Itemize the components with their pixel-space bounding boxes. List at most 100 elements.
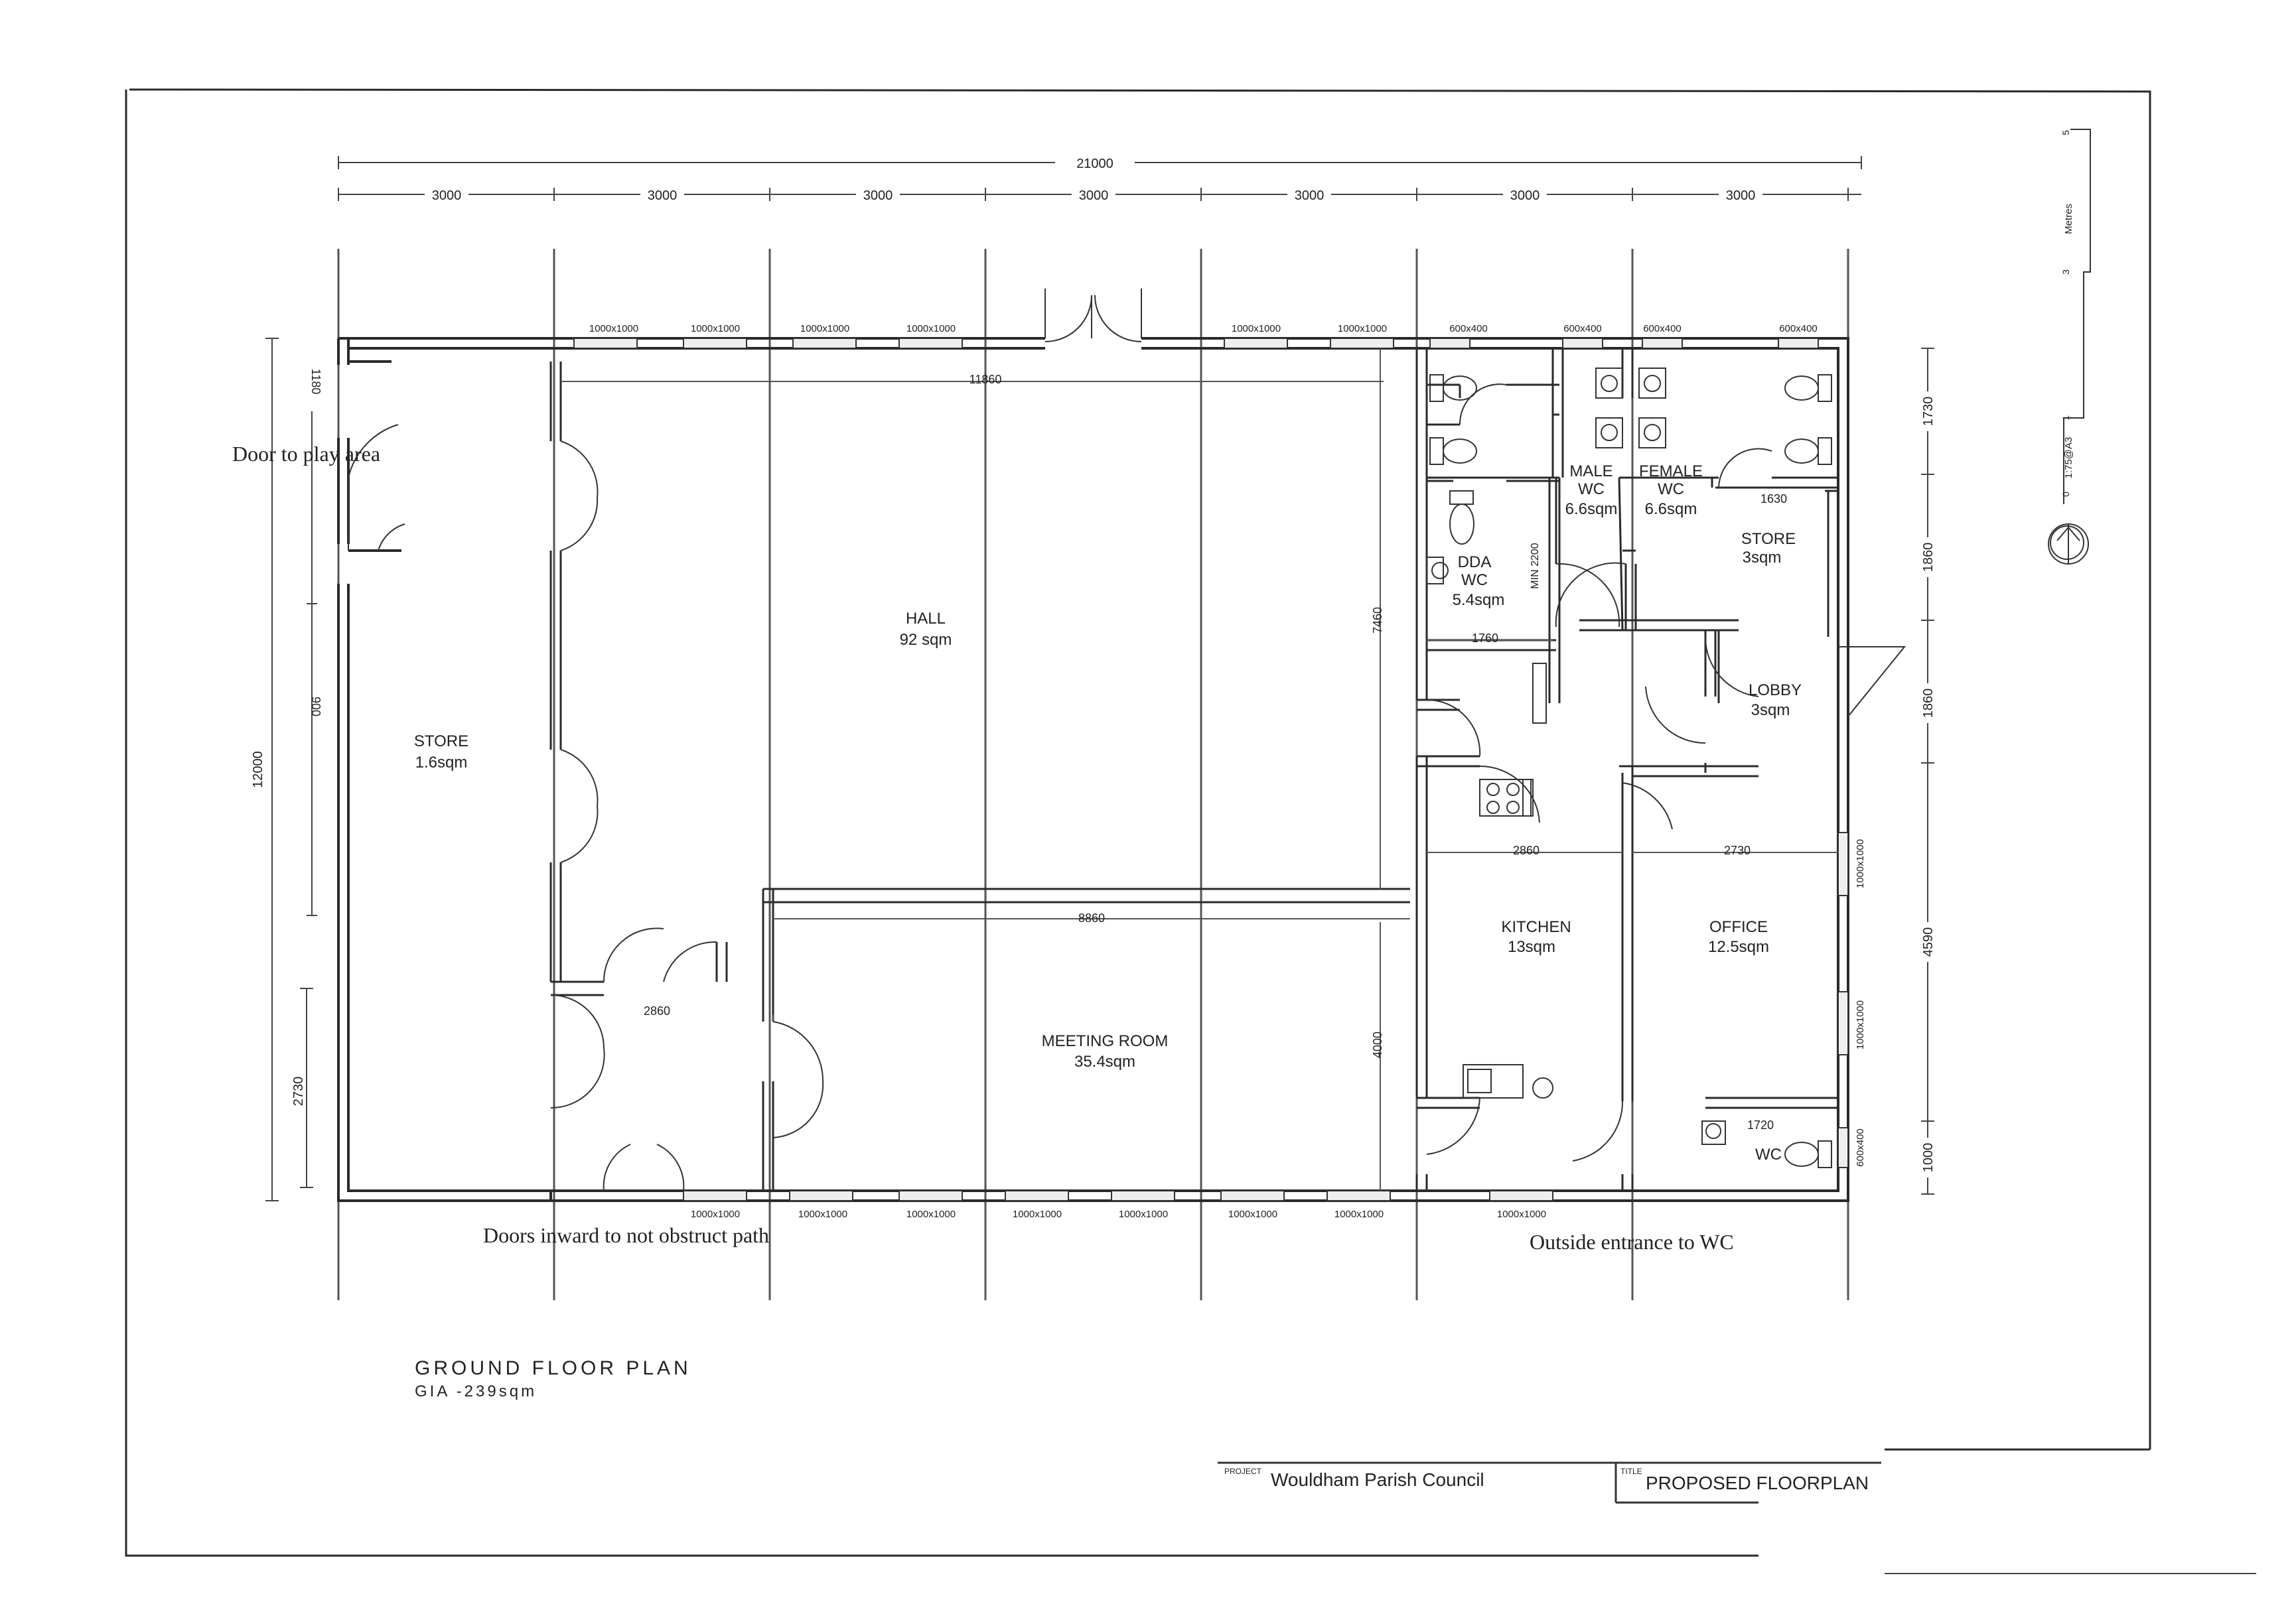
annotations: Door to play area Doors inward to not ob… (232, 442, 1734, 1254)
room-name-wc: WC (1755, 1146, 1782, 1164)
dimension-meeting-depth: 4000 (1371, 1032, 1384, 1058)
basin-icon (1426, 557, 1444, 584)
room-name-male-wc: WC (1578, 480, 1605, 498)
top-windows (573, 338, 1819, 349)
title-block-title-label: TITLE (1620, 1467, 1642, 1476)
room-area-meeting: 35.4sqm (1074, 1053, 1135, 1071)
right-dimension: 1860 (1921, 689, 1936, 718)
toilet-icon (1449, 504, 1474, 545)
room-area-office: 12.5sqm (1708, 938, 1769, 956)
bay-dimension-labels: 3000 3000 3000 3000 3000 3000 3000 (425, 186, 1762, 203)
right-dimension: 1730 (1921, 397, 1936, 427)
toilet-icon (1429, 437, 1444, 465)
top-window-labels: 1000x1000 1000x1000 1000x1000 1000x1000 … (589, 323, 1818, 334)
right-dimension: 4590 (1921, 927, 1936, 957)
partition-lines (561, 348, 1838, 1191)
scale-tick: 3 (2060, 269, 2071, 275)
title-block-project: Wouldham Parish Council (1271, 1469, 1484, 1490)
room-labels: HALL 92 sqm STORE 1.6sqm MEETING ROOM 35… (414, 462, 1802, 1164)
room-area-store-left: 1.6sqm (415, 754, 468, 772)
room-name-hall: HALL (906, 610, 946, 628)
bay-dimension: 3000 (1079, 188, 1109, 203)
bottom-window-labels: 1000x1000 1000x1000 1000x1000 1000x1000 … (691, 1209, 1546, 1220)
scale-tick: 0 (2060, 492, 2071, 497)
room-name-male-wc: MALE (1569, 462, 1613, 480)
dimension-lobby-width: 2860 (644, 1004, 670, 1018)
north-arrow (2048, 523, 2089, 565)
bay-dimension: 3000 (1510, 188, 1540, 203)
basin-icon (1638, 417, 1666, 448)
grab-rail-icon (1532, 663, 1547, 724)
scale-bar-scale: 1:75@A3 (2063, 437, 2074, 479)
window-label: 600x400 (1779, 323, 1818, 334)
room-name-dda-wc: DDA (1458, 553, 1492, 571)
right-dimension: 1000 (1921, 1143, 1936, 1173)
window-label: 1000x1000 (1855, 839, 1866, 888)
room-name-lobby: LOBBY (1749, 681, 1802, 699)
door-play-area (348, 424, 399, 478)
left-dimension-lower: 2730 (291, 1077, 306, 1107)
sheet-border (125, 88, 2151, 1557)
room-name-store-left: STORE (414, 732, 468, 750)
bay-dimension: 3000 (863, 188, 893, 203)
window-label: 600x400 (1563, 323, 1602, 334)
room-name-female-wc: WC (1658, 480, 1684, 498)
toilet-icon (1443, 375, 1477, 401)
sanitary-fixtures (1426, 368, 2084, 1168)
window-label: 1000x1000 (1338, 323, 1387, 334)
toilet-icon (1784, 1142, 1819, 1167)
window-label: 1000x1000 (691, 323, 740, 334)
title-block-title: PROPOSED FLOORPLAN (1646, 1473, 1869, 1493)
room-name-meeting: MEETING ROOM (1042, 1032, 1169, 1050)
window-label: 1000x1000 (589, 323, 638, 334)
right-dimension-labels: 1730 1860 1860 4590 1000 (1920, 391, 1936, 1177)
overall-dimension: 21000 (1076, 157, 1113, 171)
dimension-wc-width: 1720 (1747, 1118, 1774, 1132)
window-label: 1000x1000 (1228, 1209, 1277, 1220)
left-dimensions (265, 338, 317, 1201)
bottom-windows (683, 1190, 1553, 1201)
toilet-icon (1818, 1140, 1832, 1168)
right-dimensions (1921, 348, 1934, 1195)
window-label: 1000x1000 (1119, 1209, 1168, 1220)
room-area-lobby: 3sqm (1751, 701, 1790, 719)
room-area-male-wc: 6.6sqm (1565, 500, 1618, 518)
toilet-icon (1449, 490, 1474, 505)
room-area-hall: 92 sqm (900, 631, 952, 649)
toilet-icon (1443, 438, 1477, 464)
scale-bar-unit: Metres (2063, 204, 2074, 234)
room-name-office: OFFICE (1709, 918, 1768, 936)
window-label: 1000x1000 (1497, 1209, 1546, 1220)
left-dimension-small: 1180 (309, 369, 323, 395)
dimension-meeting-width: 8860 (1078, 911, 1105, 925)
door-swings (348, 289, 1906, 1191)
toilet-icon (1784, 438, 1819, 464)
title-block-project-label: PROJECT (1224, 1467, 1262, 1476)
room-area-store-right: 3sqm (1743, 549, 1782, 567)
annotation-outside-wc: Outside entrance to WC (1530, 1230, 1734, 1254)
window-label: 1000x1000 (906, 323, 956, 334)
dimension-dda-width: 1760 (1472, 632, 1498, 645)
title-block (1218, 1461, 1881, 1504)
window-label: 600x400 (1449, 323, 1488, 334)
room-name-dda-wc: WC (1461, 571, 1488, 589)
dimension-kitchen-width: 2860 (1513, 844, 1540, 857)
basin-icon (1701, 1120, 1726, 1145)
room-area-dda-wc: 5.4sqm (1453, 591, 1505, 609)
window-label: 1000x1000 (1013, 1209, 1062, 1220)
window-label: 600x400 (1643, 323, 1682, 334)
basin-icon (1595, 417, 1623, 448)
annotation-play-area: Door to play area (232, 442, 380, 466)
room-area-female-wc: 6.6sqm (1645, 500, 1697, 518)
dimension-office-width: 2730 (1724, 844, 1751, 857)
basin-icon (1638, 368, 1666, 399)
annotation-inward-doors: Doors inward to not obstruct path (483, 1223, 769, 1247)
dimension-hall-depth: 7460 (1371, 607, 1384, 634)
hob-icon (1479, 779, 1534, 817)
scale-bar-ticks: 5 3 1 0 (2060, 130, 2071, 497)
dimension-store-width: 1630 (1760, 492, 1787, 505)
window-label: 600x400 (1855, 1128, 1866, 1167)
plan-gia: GIA -239sqm (415, 1382, 537, 1400)
interior-dimension-labels: 11860 8860 7460 4000 2860 2860 2730 1760… (644, 373, 1787, 1132)
